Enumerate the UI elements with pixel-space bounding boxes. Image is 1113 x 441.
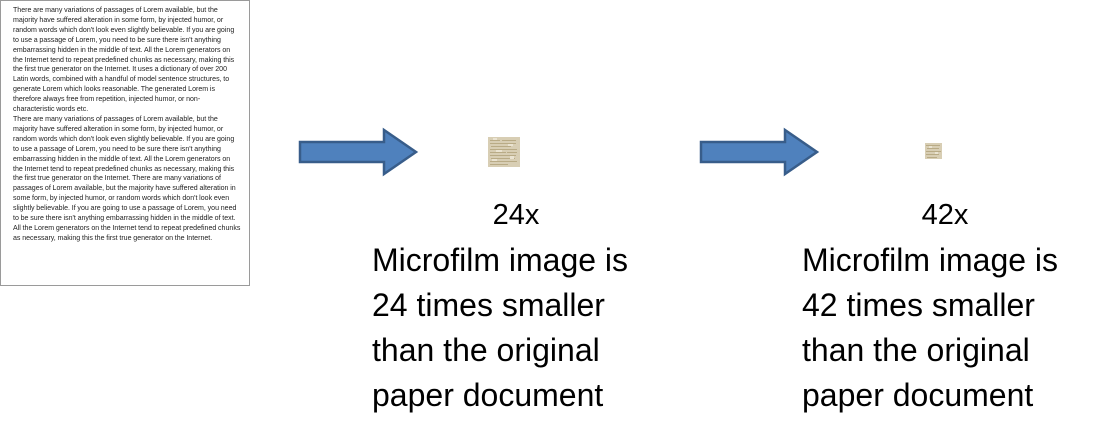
document-paragraph-1: There are many variations of passages of… [13,7,235,114]
caption-24x-line-4: paper document [372,377,604,413]
microfilm-24x-image [488,137,520,167]
right-arrow-icon [699,127,821,177]
document-paragraph-2: There are many variations of passages of… [13,115,241,242]
magnification-label-24x: 24x [492,199,540,231]
original-paper-document: There are many variations of passages of… [0,0,250,286]
caption-42x-line-4: paper document [802,377,1034,413]
caption-42x: Microfilm image is 42 times smaller than… [802,238,1058,418]
caption-42x-line-3: than the original [802,332,1030,368]
caption-24x-line-2: 24 times smaller [372,287,605,323]
caption-42x-line-1: Microfilm image is [802,242,1059,278]
right-arrow-icon [298,127,420,177]
document-text: There are many variations of passages of… [13,6,241,244]
caption-42x-line-2: 42 times smaller [802,287,1035,323]
caption-24x-line-1: Microfilm image is [372,242,629,278]
caption-24x-line-3: than the original [372,332,600,368]
caption-24x: Microfilm image is 24 times smaller than… [372,238,628,418]
magnification-label-42x: 42x [921,199,969,231]
microfilm-42x-image [925,143,942,159]
